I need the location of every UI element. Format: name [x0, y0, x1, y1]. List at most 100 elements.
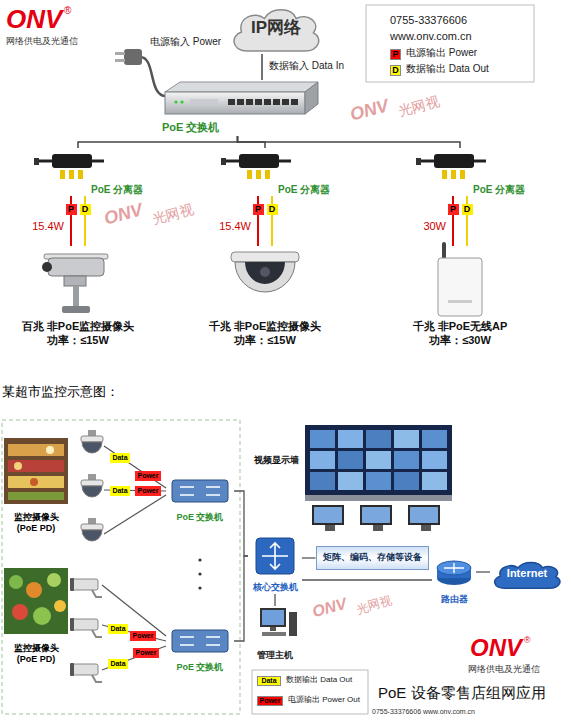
node-text: 功率：≤15W: [47, 334, 109, 348]
splitter-illustration: [442, 170, 447, 179]
dome-camera: [81, 518, 103, 541]
workstation: [373, 525, 383, 531]
splitter-illustration: [34, 158, 39, 165]
switch-illustration: [228, 99, 235, 105]
registered-mark: ®: [524, 635, 531, 646]
workstation: [362, 507, 390, 523]
switch-icon: [180, 487, 220, 495]
dome-camera: [81, 430, 103, 453]
poe-splitter: PoE 分离器: [220, 148, 340, 196]
dome-camera: [82, 442, 102, 453]
power-plug: [124, 49, 142, 65]
wireless-ap: [448, 300, 472, 303]
core-switch-icon: [262, 543, 288, 569]
connector: [234, 491, 248, 556]
legend-box: [252, 670, 368, 714]
connector-label: P: [448, 204, 459, 215]
data-tag: Data: [108, 659, 128, 669]
splitter-illustration: [460, 170, 465, 179]
node-text: 矩阵、编码、存储等设备: [323, 552, 422, 563]
watermark: 光网视: [151, 201, 196, 228]
splitter-illustration: [60, 170, 65, 179]
management-computer: [262, 610, 284, 625]
video-wall: [305, 495, 452, 501]
workstation: [312, 505, 344, 525]
photo-caption: 监控摄像头 (PoE PD): [6, 512, 66, 534]
management-computer: [289, 612, 297, 636]
dome-camera: [81, 436, 103, 442]
connector: [261, 54, 263, 80]
splitter-illustration: [52, 154, 92, 168]
watermark: ONV: [348, 95, 391, 126]
store-photo: [30, 478, 38, 486]
switch-illustration: [282, 99, 289, 105]
dome-camera: [88, 474, 96, 480]
video-wall: [366, 472, 391, 490]
workstation: [360, 505, 392, 525]
dome-camera: [82, 486, 102, 497]
bullet-camera: [92, 590, 102, 597]
store-photo: [12, 604, 28, 620]
internet-cloud: Internet: [490, 560, 564, 590]
splitter-illustration: [256, 170, 261, 179]
splitter-illustration: [416, 158, 421, 165]
ptz-camera: [73, 286, 79, 308]
ellipsis-dots: [198, 558, 201, 589]
switch-illustration: [165, 82, 318, 92]
video-wall: [338, 472, 363, 490]
splitter-illustration: [221, 158, 226, 165]
ellipsis-dots: [198, 572, 201, 575]
registered-mark: ®: [64, 5, 71, 17]
bullet-camera: [92, 675, 102, 682]
node-text: PoE 分离器: [278, 184, 330, 197]
legend-box: [252, 670, 368, 714]
ellipsis-dots: [198, 558, 201, 561]
device-box: 矩阵、编码、存储等设备: [316, 546, 429, 570]
wireless-ap: [438, 242, 482, 316]
data-tag: Data: [108, 624, 128, 634]
node-text: 百兆 非PoE监控摄像头: [22, 320, 134, 334]
ptz-camera: [42, 262, 52, 272]
ptz-camera: [64, 276, 86, 286]
switch-illustration: [246, 99, 253, 105]
ptz-camera: [48, 258, 104, 276]
camera-wire: [102, 446, 166, 670]
splitter-illustration: [78, 170, 83, 179]
video-wall: [310, 430, 335, 448]
info-box: [366, 5, 534, 82]
region-border: [2, 420, 240, 714]
website: www.onv.com.cn: [390, 30, 472, 43]
dome-camera: [81, 480, 103, 486]
logo-text: ONV: [6, 4, 62, 35]
video-wall: [394, 472, 419, 490]
video-wall: [338, 451, 363, 469]
bullet-camera: [72, 664, 98, 675]
node-text: PoE 分离器: [91, 184, 143, 197]
bullet-camera: [72, 619, 98, 630]
power-tag: Power: [135, 471, 161, 481]
logo-text: ONV: [470, 634, 522, 663]
splitter-illustration: [420, 160, 486, 163]
connector: [302, 579, 432, 580]
watermark: 光网视: [355, 594, 393, 617]
switch-illustration: [174, 100, 177, 103]
camera-wire: [102, 585, 166, 636]
switch-illustration: [255, 99, 262, 105]
workstation: [408, 505, 440, 525]
power-input-label: 电源输入 Power: [150, 36, 221, 48]
switch-icon: [172, 480, 228, 502]
bullet-camera: [70, 618, 102, 637]
photo-caption: 监控摄像头 (PoE PD): [6, 643, 66, 665]
workstation: [410, 507, 438, 523]
watermark: ONV: [310, 594, 348, 622]
dome-camera: [81, 474, 103, 497]
ptz-camera: [62, 306, 90, 313]
power-plug: [140, 57, 166, 96]
connector: [238, 136, 461, 148]
node-text: 功率：≤30W: [429, 334, 491, 348]
video-wall: [394, 451, 419, 469]
store-photo: [4, 568, 68, 634]
connector: [238, 136, 266, 148]
